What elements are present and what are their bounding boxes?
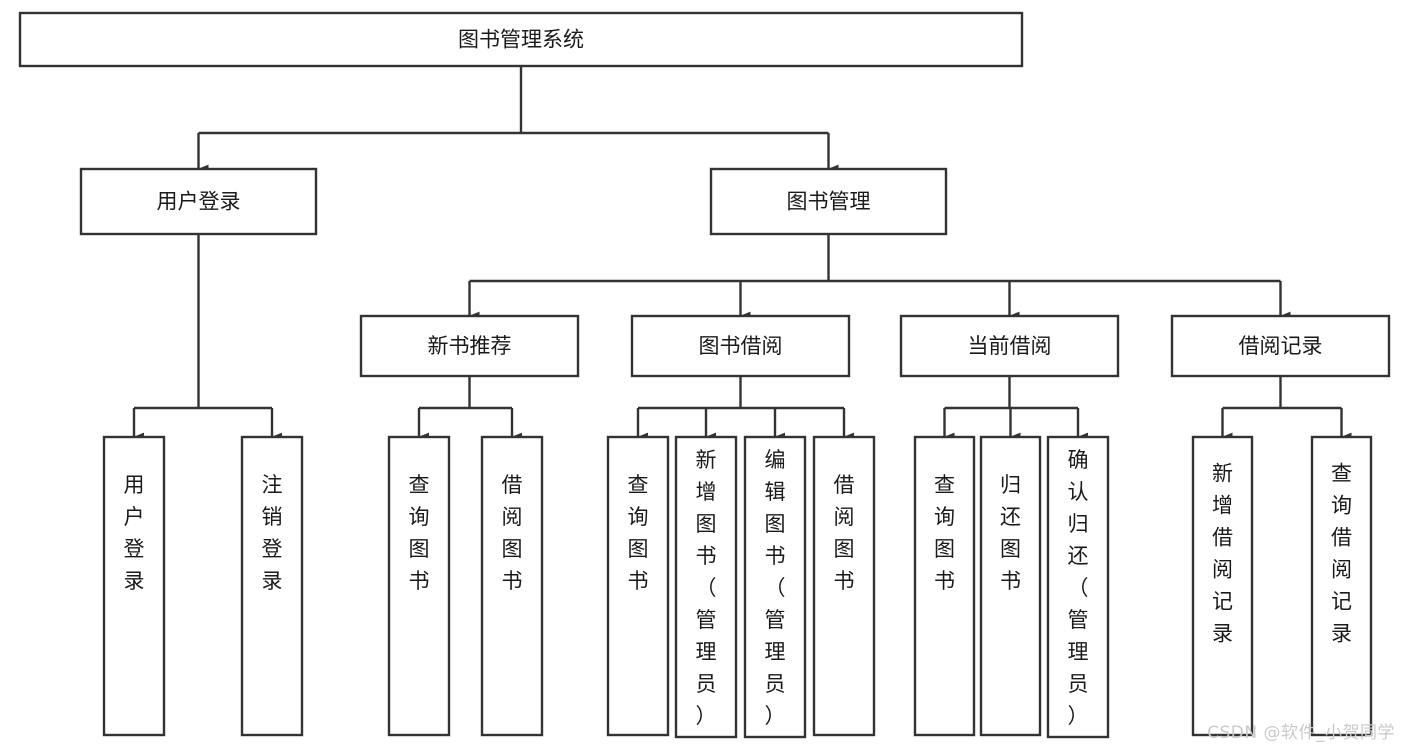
node-box [480, 435, 544, 737]
node-borrow-record[interactable]: 借阅记录 [1170, 314, 1391, 378]
node-box [1170, 314, 1391, 378]
node-box [1310, 435, 1373, 737]
node-label: 图书管理系统 [458, 28, 584, 52]
node-leaf-add-book[interactable]: 新增图书（管理员） [674, 435, 738, 739]
node-leaf-edit-book[interactable]: 编辑图书（管理员） [743, 435, 807, 739]
node-box [709, 167, 948, 236]
node-leaf-add-record[interactable]: 新增借阅记录 [1191, 435, 1254, 737]
node-root[interactable]: 图书管理系统 [18, 11, 1024, 68]
node-label: 用户登录 [157, 190, 241, 214]
node-box [743, 435, 807, 739]
node-label: 归还图书 [1000, 473, 1021, 593]
node-label: 注销登录 [262, 473, 283, 593]
node-leaf-borrow-book-1[interactable]: 借阅图书 [480, 435, 544, 737]
node-box [1191, 435, 1254, 737]
node-box [630, 314, 851, 378]
node-label: 查询图书 [409, 473, 430, 593]
node-box [79, 167, 318, 236]
node-label: 编辑图书（管理员） [765, 448, 786, 728]
node-label: 新书推荐 [428, 334, 512, 358]
node-label: 借阅图书 [834, 473, 855, 593]
node-box [606, 435, 670, 737]
node-layer: 图书管理系统用户登录图书管理新书推荐图书借阅当前借阅借阅记录用户登录注销登录查询… [18, 11, 1391, 739]
node-label: 借阅图书 [502, 473, 523, 593]
node-leaf-user-login[interactable]: 用户登录 [102, 435, 166, 737]
node-leaf-logout[interactable]: 注销登录 [240, 435, 304, 737]
node-label: 查询图书 [934, 473, 955, 593]
node-label: 新增图书（管理员） [696, 448, 717, 728]
node-box [18, 11, 1024, 68]
node-box [1046, 435, 1110, 739]
node-leaf-borrow-book-2[interactable]: 借阅图书 [812, 435, 876, 737]
node-leaf-query-book-3[interactable]: 查询图书 [913, 435, 976, 737]
node-leaf-query-record[interactable]: 查询借阅记录 [1310, 435, 1373, 737]
node-label: 当前借阅 [968, 334, 1052, 358]
node-leaf-confirm-return[interactable]: 确认归还（管理员） [1046, 435, 1110, 739]
node-label: 用户登录 [124, 473, 145, 593]
node-box [913, 435, 976, 737]
node-leaf-query-book-1[interactable]: 查询图书 [387, 435, 451, 737]
node-label: 图书管理 [787, 190, 871, 214]
node-new-book-rec[interactable]: 新书推荐 [359, 314, 580, 378]
node-box [387, 435, 451, 737]
node-label: 图书借阅 [699, 334, 783, 358]
node-label: 借阅记录 [1239, 334, 1323, 358]
node-leaf-query-book-2[interactable]: 查询图书 [606, 435, 670, 737]
node-box [102, 435, 166, 737]
connector-layer [132, 66, 1352, 442]
node-label: 新增借阅记录 [1212, 462, 1233, 646]
node-box [899, 314, 1120, 378]
node-box [359, 314, 580, 378]
node-box [979, 435, 1042, 737]
node-book-borrow[interactable]: 图书借阅 [630, 314, 851, 378]
node-current-borrow[interactable]: 当前借阅 [899, 314, 1120, 378]
node-box [240, 435, 304, 737]
node-user-login[interactable]: 用户登录 [79, 167, 318, 236]
node-box [812, 435, 876, 737]
node-leaf-return-book[interactable]: 归还图书 [979, 435, 1042, 737]
node-label: 确认归还（管理员） [1068, 448, 1089, 728]
node-label: 查询借阅记录 [1331, 462, 1352, 646]
node-book-manage[interactable]: 图书管理 [709, 167, 948, 236]
node-label: 查询图书 [628, 473, 649, 593]
node-box [674, 435, 738, 739]
